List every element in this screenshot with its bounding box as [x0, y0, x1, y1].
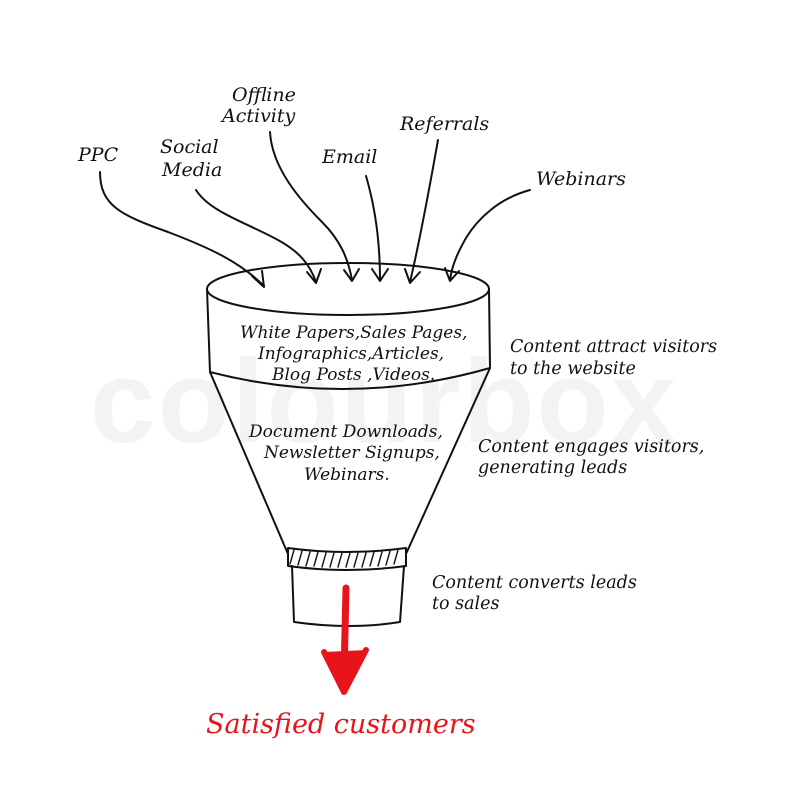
note-engage-line-1: Content engages visitors, [478, 437, 704, 457]
output-arrow [321, 584, 369, 695]
note-convert-line-1: Content converts leads [432, 573, 637, 593]
note-attract-line-2: to the website [510, 359, 636, 379]
source-label-social: Social [160, 136, 219, 158]
source-labels: PPC Social Media Offline Activity Email … [77, 84, 626, 190]
source-arrows [99, 131, 531, 288]
source-label-activity: Activity [220, 105, 296, 127]
arrow-webinars-head [444, 267, 460, 282]
funnel-cone-right [405, 367, 491, 555]
funnel-rim [206, 262, 490, 316]
arrow-webinars [449, 189, 531, 281]
funnel-top-text: White Papers,Sales Pages, Infographics,A… [240, 323, 467, 385]
note-attract-line-1: Content attract visitors [510, 337, 717, 357]
funnel-divider [209, 367, 491, 391]
arrow-referrals-head [404, 268, 421, 284]
result-label: Satisfied customers [206, 709, 476, 740]
note-convert-line-2: to sales [432, 594, 499, 614]
funnel-upper-section [206, 288, 211, 373]
funnel-middle-text: Document Downloads, Newsletter Signups, … [248, 422, 443, 485]
source-label-media: Media [161, 159, 222, 181]
funnel-neck-band [287, 547, 407, 571]
arrow-email [365, 175, 381, 281]
source-label-ppc: PPC [77, 144, 119, 166]
output-arrow-head [321, 647, 369, 695]
source-label-webinars: Webinars [536, 168, 626, 190]
arrow-email-head [371, 268, 389, 282]
arrow-social-media-head [306, 268, 322, 284]
watermark: colourbox [90, 336, 678, 468]
funnel [206, 262, 491, 627]
funnel-top-line-3: Blog Posts ,Videos. [271, 365, 435, 385]
funnel-upper-right-edge [488, 288, 491, 369]
funnel-middle-line-1: Document Downloads, [248, 422, 443, 442]
note-engage-line-2: generating leads [478, 458, 627, 478]
side-notes: Content attract visitors to the website … [432, 337, 717, 614]
arrow-ppc-head [251, 270, 265, 288]
arrow-ppc [99, 171, 265, 287]
funnel-middle-line-3: Webinars. [304, 465, 390, 485]
funnel-top-line-1: White Papers,Sales Pages, [240, 323, 467, 343]
funnel-neck-hatching [289, 549, 399, 568]
arrow-social-media [195, 189, 317, 283]
source-label-referrals: Referrals [399, 113, 489, 135]
source-label-offline: Offline [232, 84, 296, 106]
funnel-top-line-2: Infographics,Articles, [257, 344, 444, 364]
funnel-middle-line-2: Newsletter Signups, [263, 443, 440, 463]
arrow-offline-activity-head [343, 268, 360, 282]
arrow-offline-activity [269, 131, 353, 281]
arrow-referrals [409, 139, 439, 283]
source-label-email: Email [321, 146, 377, 168]
funnel-cone-left [209, 371, 289, 555]
